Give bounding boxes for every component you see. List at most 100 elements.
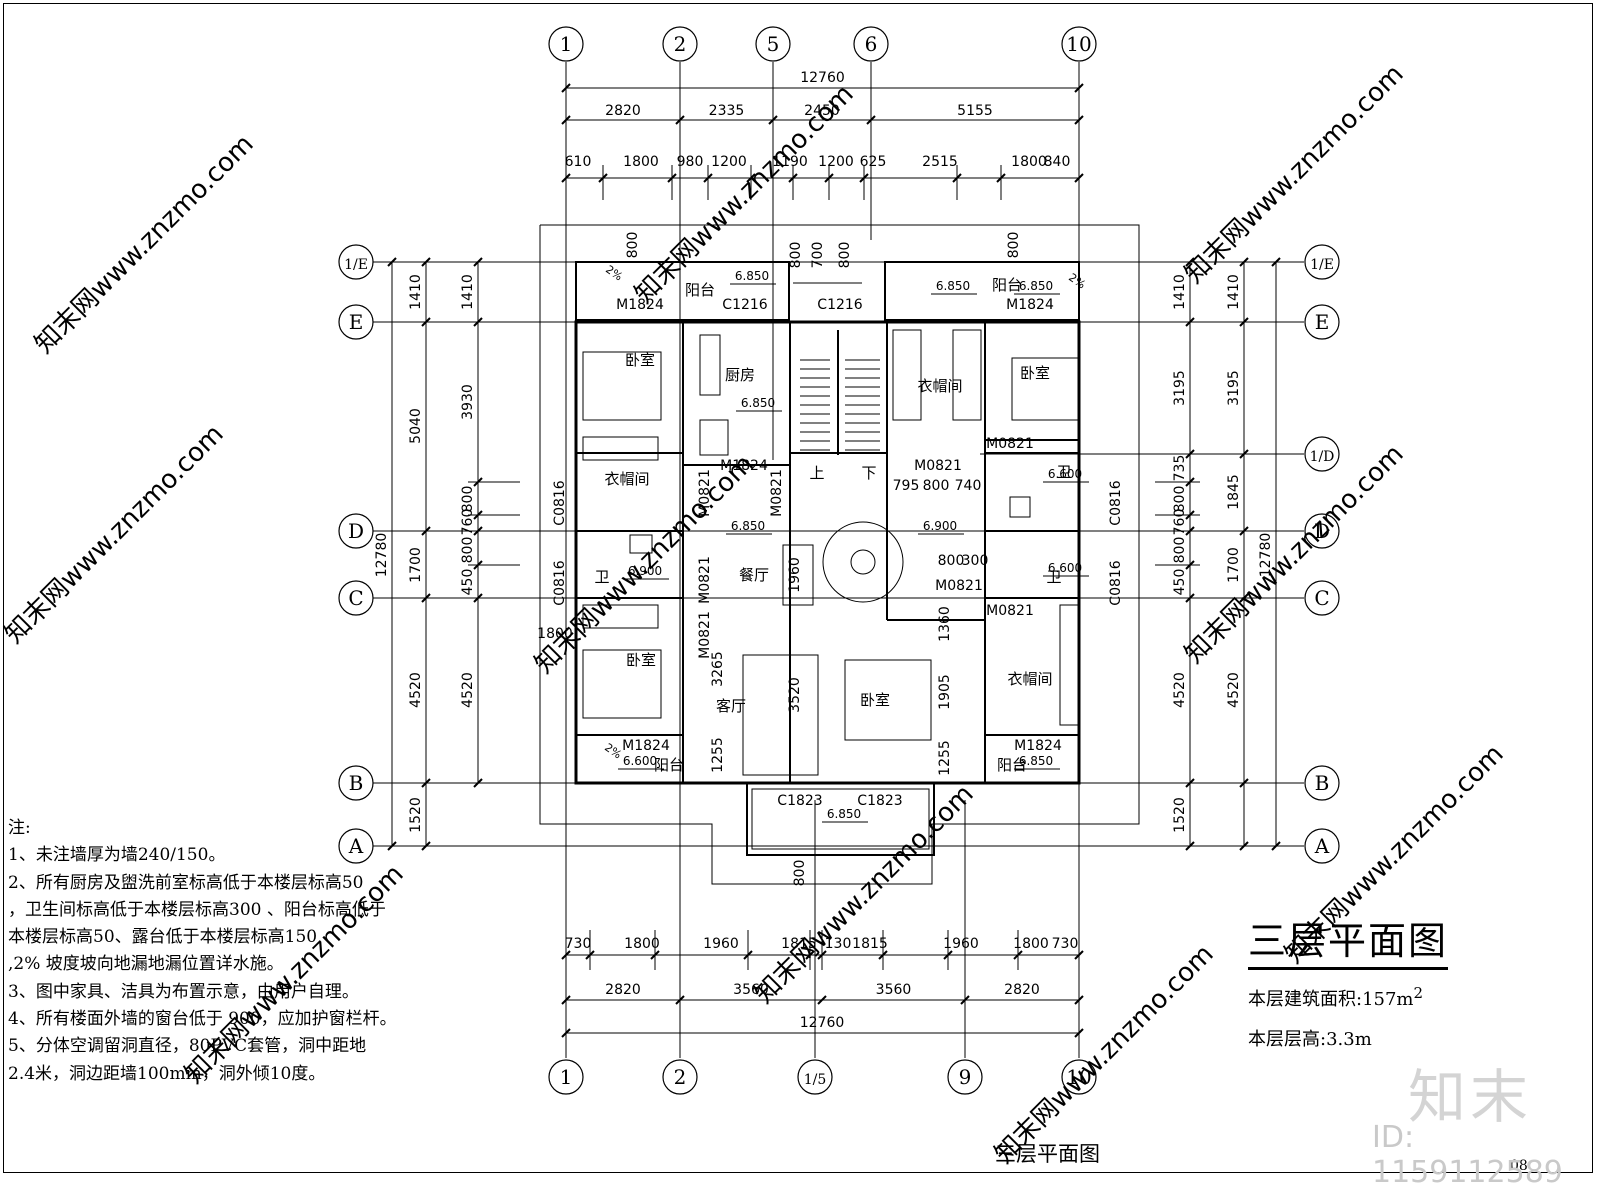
spiral-stair-core [850,549,876,575]
drawing-title: 三层平面图 [1248,910,1449,970]
dim-left-b: 1410 [460,274,476,310]
drawing-subtitle: 三层平面图 [995,1142,1100,1166]
dim-top-total: 12760 [800,70,845,86]
dim-top-inner: 800 [1006,232,1022,259]
axis-top-6: 6 [865,32,878,56]
dim-tick [1271,841,1281,851]
dim-tick [1239,778,1249,788]
watermark-text: 知末网www.znzmo.com [1179,59,1410,290]
dim-tick [817,995,827,1005]
dim-bottom-detail: 1815 [781,936,817,952]
opening-tag: M1824 [616,297,664,313]
dim-right-b: 3195 [1226,370,1242,406]
opening-tag: M0821 [935,578,983,594]
note-line: 2.4米，洞边距墙100mm，洞外倾10度。 [8,1063,326,1084]
dim-left-a: 1520 [408,797,424,833]
opening-tag: M0821 [769,469,785,517]
axis-top-10: 10 [1066,32,1091,56]
axis-top-5-circle [755,26,791,62]
local-dim: 1255 [710,737,726,773]
balcony-right-wall [884,261,1080,321]
dim-top-inner: 800 [788,242,804,269]
axis-bottom-1-circle [548,1059,584,1095]
level-mark: 6.600 [623,754,657,768]
dim-tick [1239,593,1249,603]
axis-left-A-circle [338,828,374,864]
opening-tag: M1824 [1006,297,1054,313]
note-line: ,2% 坡度坡向地漏地漏位置详水施。 [8,954,284,975]
axis-left-E: E [349,310,364,334]
dim-left-b: 4520 [460,672,476,708]
note-line: 本楼层标高50、露台低于本楼层标高150 [8,927,318,948]
dim-right-a: 1410 [1172,274,1188,310]
dim-tick [1074,115,1084,125]
toilet [1009,496,1031,518]
axis-bottom-1-5: 1/5 [804,1072,827,1088]
room-label: 下 [861,464,876,482]
dim-tick [866,115,876,125]
dim-tick [675,995,685,1005]
local-dim: 795 [893,478,920,494]
axis-top-6-circle [853,26,889,62]
dim-bottom-detail: 730 [565,936,592,952]
axis-left-B: B [349,771,364,795]
dim-bottom-mid: 3560 [733,982,769,998]
dim-tick [421,841,431,851]
wardrobe [582,604,659,629]
sofa-area [742,654,819,776]
dim-top-detail: 1800 [1011,154,1047,170]
watermark-text: 知末网www.znzmo.com [1179,439,1410,670]
axis-bottom-9-circle [947,1059,983,1095]
dim-tick [387,257,397,267]
dim-top-detail: 1190 [772,154,808,170]
dim-left-a: 1700 [408,547,424,583]
axis-left-A: A [348,834,364,858]
dim-top-detail: 1200 [818,154,854,170]
level-mark: 6.600 [1048,561,1082,575]
axis-right-C-circle [1304,580,1340,616]
room-label: 上 [809,464,824,482]
opening-tag: C0816 [1108,480,1124,525]
axis-top-2: 2 [674,32,687,56]
axis-left-C: C [348,586,363,610]
dim-left-outer: 12780 [374,533,390,578]
axis-top-2-circle [662,26,698,62]
room-label: 卧室 [625,351,655,369]
room-label: 厨房 [725,366,755,384]
note-line: 1、未注墙厚为墙240/150。 [8,845,226,866]
local-dim: 1360 [937,606,953,642]
watermark-text: 知末网www.znzmo.com [989,939,1220,1170]
opening-tag: M0821 [986,436,1034,452]
note-line: 4、所有楼面外墙的窗台低于 900，应加护窗栏杆。 [8,1009,397,1030]
dim-tick [1239,317,1249,327]
dim-tick [1239,449,1249,459]
dim-right-a: 450 [1172,569,1188,596]
dim-top-inner: 700 [810,242,826,269]
opening-tag: C1823 [857,793,902,809]
opening-tag: M0821 [697,556,713,604]
room-label: 卫 [1046,568,1061,586]
slope-mark: 2% [603,263,625,284]
axis-left-B-circle [338,765,374,801]
room-label: 餐厅 [739,566,769,584]
axis-top-10-circle [1061,26,1097,62]
dim-bottom-total: 12760 [800,1015,845,1031]
dim-tick [421,317,431,327]
dim-top-mid: 2820 [605,103,641,119]
spiral-stair [822,521,904,603]
axis-right-A: A [1314,834,1330,858]
page-number: 08 [1510,1158,1528,1174]
dim-bottom-detail: 1800 [1013,936,1049,952]
dim-tick [561,1028,571,1038]
dim-left-a: 4520 [408,672,424,708]
axis-bottom-1-5-circle [797,1059,833,1095]
dim-right-a: 760 [1172,509,1188,536]
slope-mark: 2% [602,741,624,762]
wardrobe [1059,604,1079,726]
axis-top-1-circle [548,26,584,62]
terrace-inner [751,788,930,850]
axis-bottom-10: 10 [1066,1065,1091,1089]
eave-outline [539,224,1140,885]
balcony-left-wall [575,261,790,321]
